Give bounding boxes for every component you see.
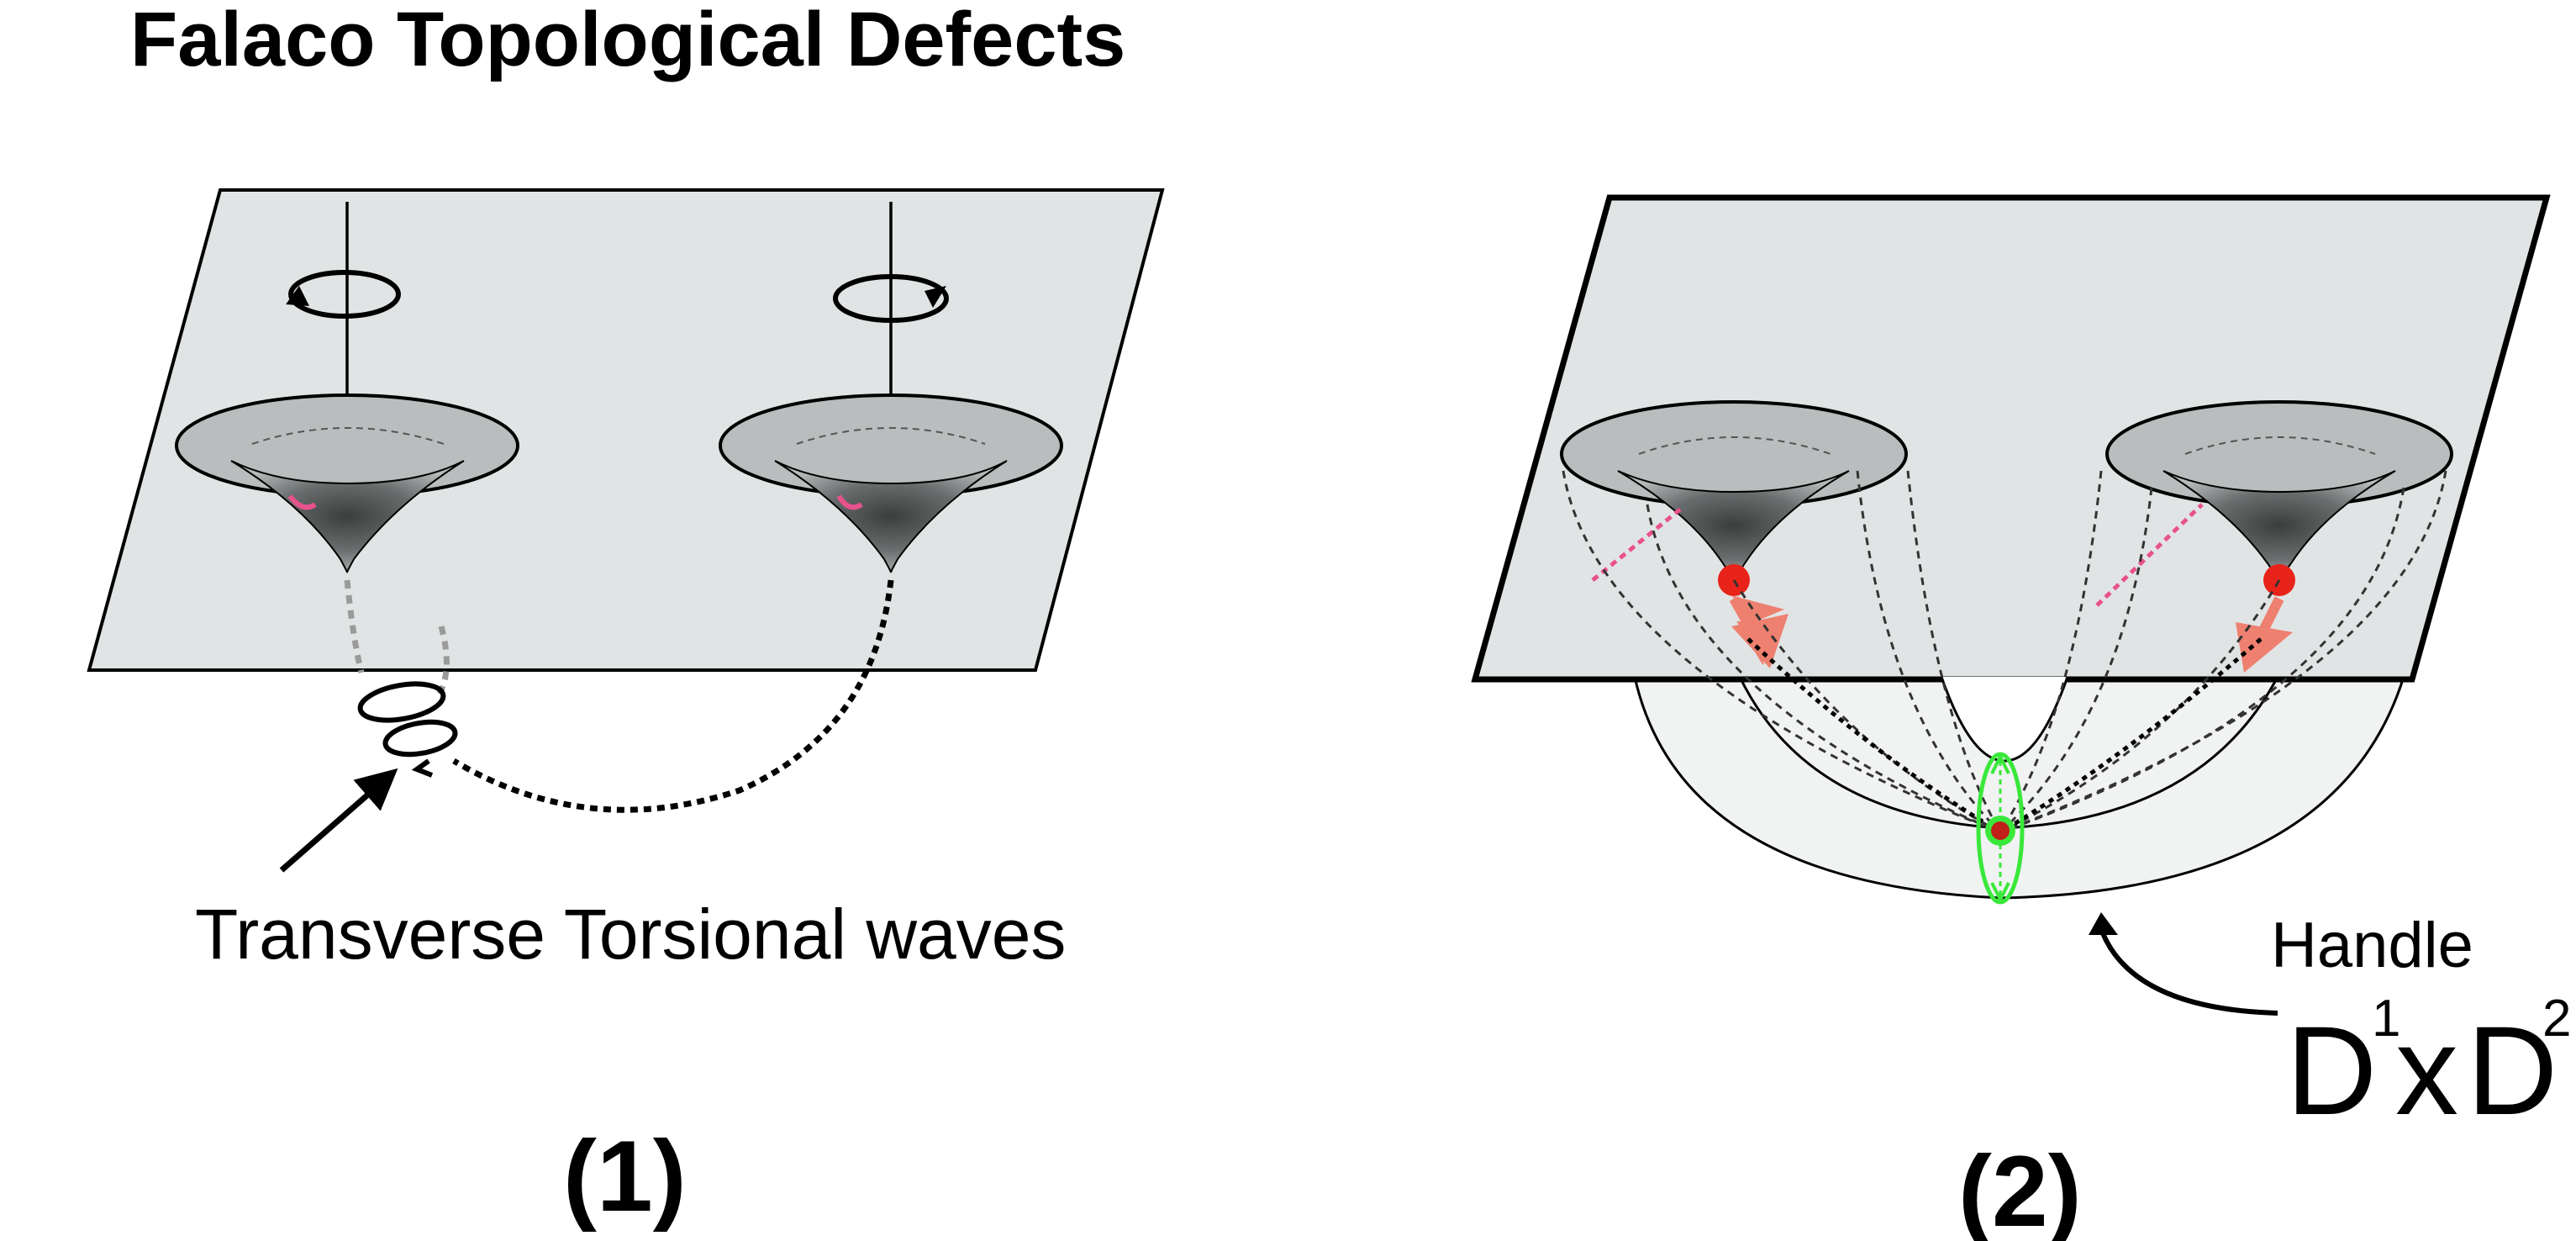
defect-string xyxy=(452,579,894,813)
funnel-throat xyxy=(230,460,465,574)
defect-string xyxy=(344,579,365,673)
handle-label: Handle xyxy=(2271,910,2473,981)
panel-label-2: (2) xyxy=(1958,1135,2082,1241)
handle-arrow-icon xyxy=(2100,932,2278,1016)
handle-point xyxy=(1976,752,2025,905)
funnel-throat xyxy=(774,460,1008,574)
panel-2: Handle D 1 x D 2 (2) xyxy=(1471,194,2571,1241)
rotation-arrow-icon xyxy=(288,270,401,319)
panel-label-1: (1) xyxy=(563,1120,687,1233)
defect-left-1 xyxy=(175,202,519,574)
caption-transverse-waves: Transverse Torsional waves xyxy=(195,895,1066,974)
funnel-rim xyxy=(719,393,1063,498)
defect-right-2 xyxy=(2095,400,2453,673)
formula-times: x xyxy=(2395,1000,2458,1141)
formula-d2: D xyxy=(2467,1000,2558,1141)
defect-right-1 xyxy=(719,202,1063,574)
funnel-rim xyxy=(2105,400,2453,508)
caption-arrow-icon xyxy=(279,768,398,873)
field-lines xyxy=(1562,470,2447,834)
funnel-rim xyxy=(1560,400,1908,508)
handle-formula: D 1 x D 2 xyxy=(2286,990,2571,1141)
formula-d1: D xyxy=(2286,1000,2377,1141)
defect-left-2 xyxy=(1560,400,1908,668)
funnel-throat xyxy=(2162,470,2396,582)
flow-arrow-icon xyxy=(2236,622,2293,673)
page-title: Falaco Topological Defects xyxy=(130,0,1125,82)
rotation-arrow-icon xyxy=(833,274,949,323)
funnel-throat xyxy=(1617,470,1850,582)
formula-sup1: 1 xyxy=(2372,990,2400,1048)
funnel-rim xyxy=(175,393,519,498)
torsional-wave-icon xyxy=(357,681,458,778)
formula-sup2: 2 xyxy=(2542,990,2571,1048)
field-lines-bold xyxy=(1746,637,2263,835)
panel-1: Transverse Torsional waves (1) xyxy=(87,188,1165,1233)
